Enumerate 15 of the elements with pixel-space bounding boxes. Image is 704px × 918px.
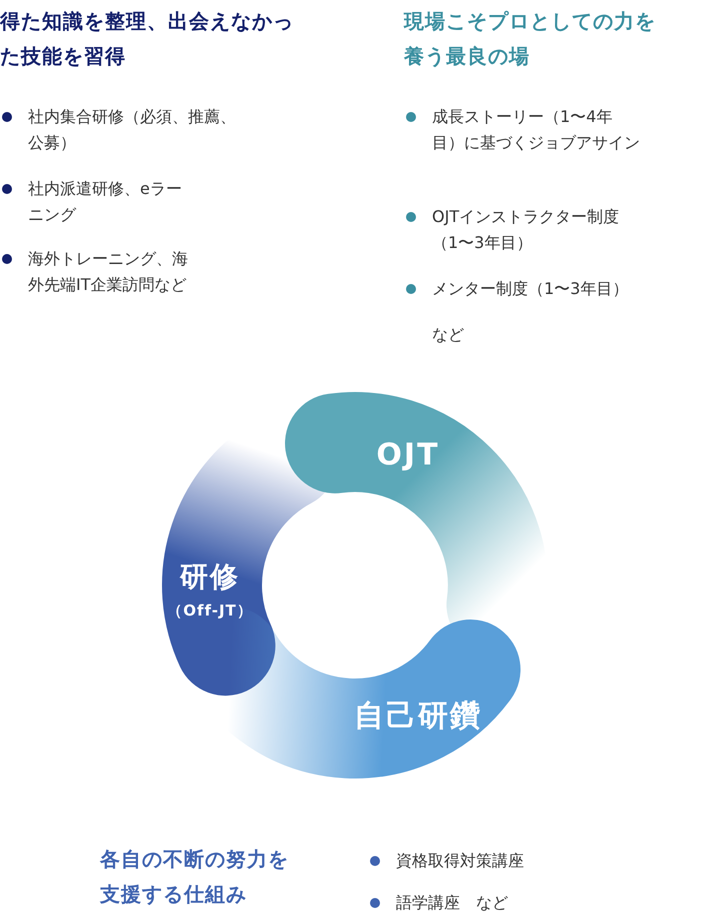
heading: 現場こそプロとしての力を養う最良の場 — [404, 8, 657, 70]
segment-label: （Off-JT） — [167, 601, 253, 620]
bullet-item: メンター制度（1〜3年目） — [404, 276, 684, 302]
segment-label: OJT — [376, 437, 440, 472]
bullet-item: 語学講座 など — [368, 890, 608, 916]
bullet-item: 社内集合研修（必須、推薦、公募） — [0, 104, 240, 156]
bullet-item: 社内派遣研修、eラーニング — [0, 176, 190, 228]
bullet-item: 資格取得対策講座 — [368, 848, 608, 874]
segment-label: 自己研鑽 — [354, 698, 482, 736]
bullet-item: OJTインストラクター制度（1〜3年目） — [404, 204, 654, 256]
heading: 各自の不断の努力を支援する仕組み — [100, 846, 290, 908]
bullet-item: 海外トレーニング、海外先端IT企業訪問など — [0, 246, 196, 298]
bullet-item: 成長ストーリー（1〜4年目）に基づくジョブアサイン — [404, 104, 644, 156]
note-text: など — [432, 324, 465, 346]
segment-label: 研修 — [180, 558, 240, 595]
